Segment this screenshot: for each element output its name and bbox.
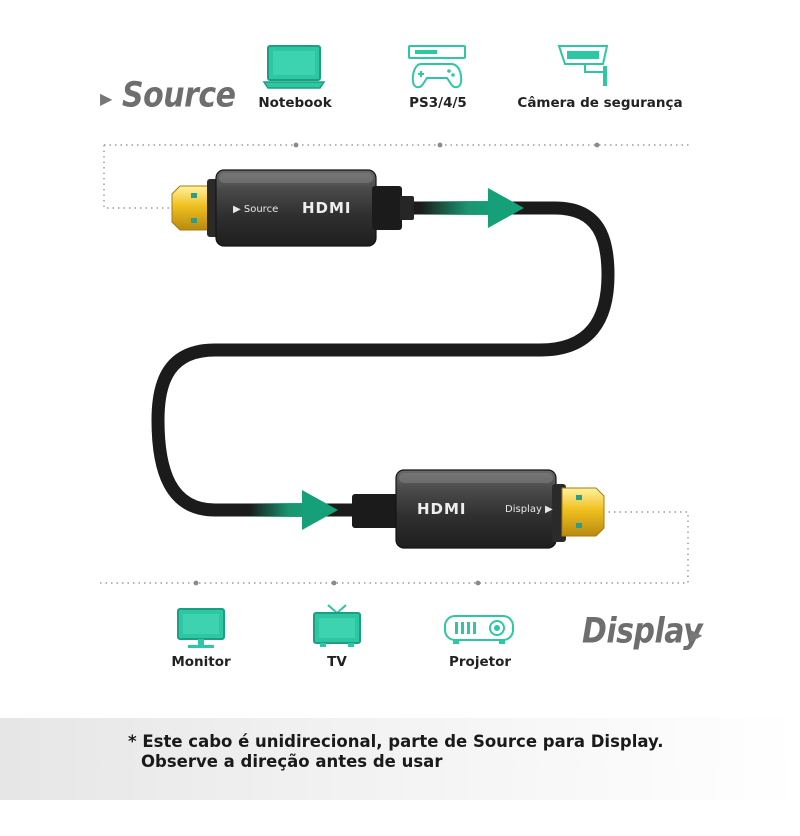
source-device-label: Câmera de segurança <box>517 95 683 111</box>
tv-icon <box>312 603 362 649</box>
laptop-icon <box>262 44 326 90</box>
hdmi-cable <box>151 201 615 517</box>
triangle-right-icon: ▶ <box>690 625 703 644</box>
source-connector-tag: ▶ Source <box>233 204 278 215</box>
note-line-2: Observe a direção antes de usar <box>141 752 443 771</box>
display-connector-tag: Display ▶ <box>505 504 553 515</box>
source-device-label: PS3/4/5 <box>409 95 467 111</box>
security-camera-icon <box>555 42 613 88</box>
display-line-dots <box>193 580 481 586</box>
display-connector <box>352 469 605 549</box>
source-line-dots <box>293 142 600 148</box>
display-connector-brand: HDMI <box>417 500 467 518</box>
display-dotted-line <box>100 511 689 584</box>
game-console-icon <box>407 44 469 92</box>
display-device-label: Monitor <box>171 654 231 670</box>
source-dotted-line <box>103 144 690 209</box>
source-connector-brand: HDMI <box>302 199 352 217</box>
direction-arrow-top <box>420 188 524 228</box>
direction-arrow-bottom <box>250 490 338 530</box>
note-line-1: * Este cabo é unidirecional, parte de So… <box>128 732 664 751</box>
source-connector <box>171 169 414 247</box>
display-device-label: TV <box>327 654 347 670</box>
monitor-icon <box>176 607 226 651</box>
source-device-label: Notebook <box>258 95 332 111</box>
display-device-label: Projetor <box>449 654 511 670</box>
triangle-right-icon: ▶ <box>100 89 113 108</box>
projector-icon <box>443 612 515 646</box>
note-banner <box>0 718 800 800</box>
